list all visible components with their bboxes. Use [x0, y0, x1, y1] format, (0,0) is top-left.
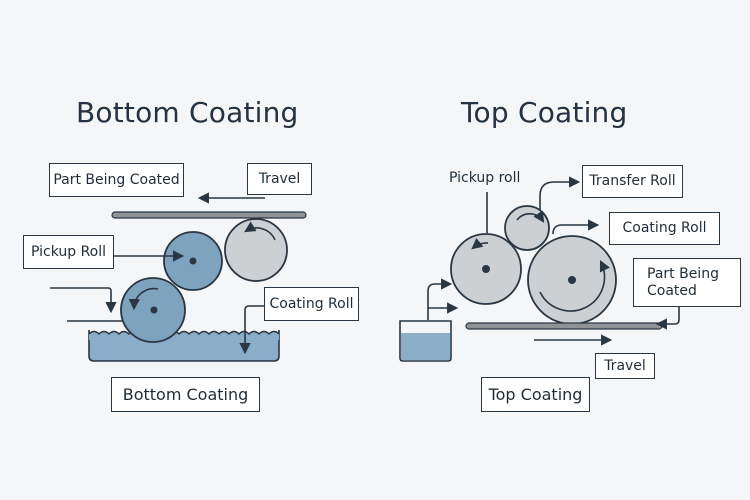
transfer-roll-label: Transfer Roll [582, 165, 683, 198]
transfer-roll [504, 205, 550, 251]
top-travel-label: Travel [595, 353, 655, 379]
top-coating-title: Top Coating [461, 96, 628, 129]
reservoir [399, 320, 452, 362]
part-being-coated-label: Part Being Coated [49, 163, 184, 197]
pickup-roll [163, 231, 223, 291]
pickup-roll-text: Pickup roll [449, 170, 521, 186]
top-coating-roll [527, 235, 617, 325]
top-part-bar [465, 322, 663, 330]
bottom-blue-roll [120, 277, 186, 343]
bottom-coating-caption: Bottom Coating [111, 377, 260, 412]
part-bar [111, 211, 307, 219]
top-part-being-coated-label: Part Being Coated [633, 258, 741, 307]
coating-roll-label: Coating Roll [264, 287, 359, 321]
top-coating-roll-label: Coating Roll [609, 212, 720, 245]
top-coating-caption: Top Coating [481, 377, 590, 412]
pickup-roll-label: Pickup Roll [23, 235, 114, 269]
part-label-line2: Coated [647, 282, 697, 299]
part-label-line1: Part Being [647, 265, 719, 282]
top-pickup-roll [450, 233, 522, 305]
feed-line [50, 287, 117, 314]
gray-roll [224, 218, 288, 282]
travel-label: Travel [247, 163, 312, 195]
bottom-coating-title: Bottom Coating [76, 96, 299, 129]
